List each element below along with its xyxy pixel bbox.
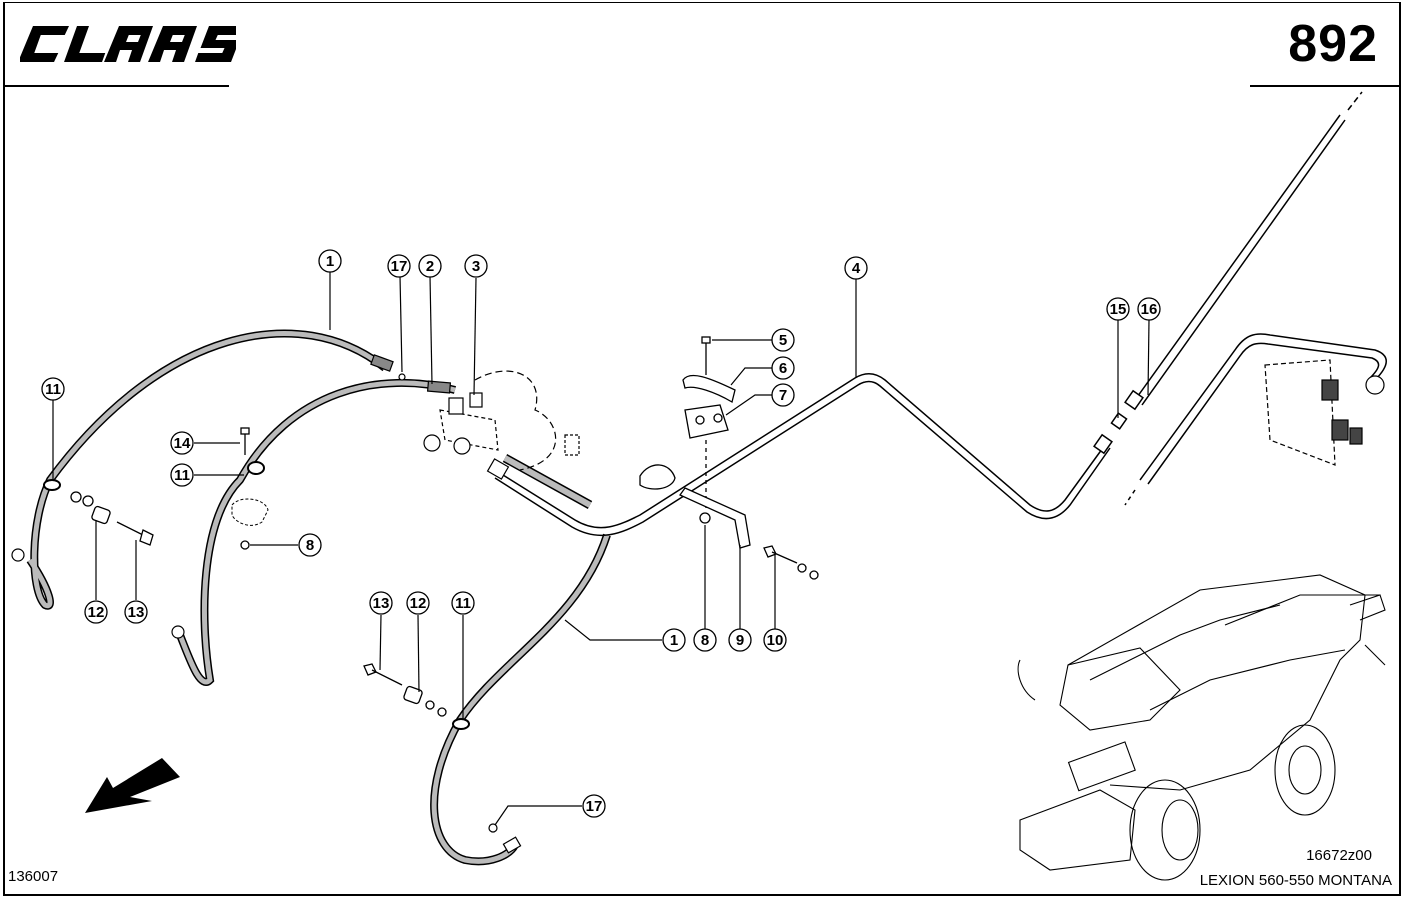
svg-text:13: 13 (373, 595, 390, 612)
svg-text:8: 8 (701, 632, 709, 649)
svg-text:6: 6 (779, 360, 787, 377)
callout-15[interactable]: 15 (1106, 297, 1130, 321)
svg-text:11: 11 (455, 595, 471, 612)
clamp-bracket (639, 336, 819, 580)
hose-fittings (11, 354, 522, 854)
svg-text:11: 11 (174, 467, 190, 484)
svg-text:15: 15 (1110, 301, 1127, 318)
callout-13[interactable]: 13 (369, 591, 393, 615)
svg-text:17: 17 (391, 258, 408, 275)
svg-text:17: 17 (586, 798, 603, 815)
leader-lines (52, 272, 1150, 826)
pipe-4 (494, 373, 1111, 537)
callout-5[interactable]: 5 (771, 328, 795, 352)
svg-text:12: 12 (410, 595, 427, 612)
combine-harvester-overview (1017, 574, 1386, 881)
hose-short (502, 454, 593, 509)
callout-16[interactable]: 16 (1137, 297, 1161, 321)
callout-17[interactable]: 17 (582, 794, 606, 818)
svg-text:2: 2 (426, 258, 434, 275)
callout-11[interactable]: 11 (451, 591, 475, 615)
header-rule-left (5, 85, 229, 87)
svg-text:11: 11 (45, 381, 61, 398)
pipe-16 (1134, 91, 1363, 406)
hose-clamps (43, 461, 470, 730)
image-code: 16672z00 (1306, 847, 1372, 864)
header-rule-right (1250, 85, 1400, 87)
svg-text:7: 7 (779, 387, 787, 404)
callout-7[interactable]: 7 (771, 383, 795, 407)
callout-11[interactable]: 11 (170, 463, 194, 487)
callout-13[interactable]: 13 (124, 600, 148, 624)
svg-text:4: 4 (852, 260, 861, 277)
callout-6[interactable]: 6 (771, 356, 795, 380)
callout-1[interactable]: 1 (662, 628, 686, 652)
callout-14[interactable]: 14 (170, 431, 194, 455)
svg-text:13: 13 (128, 604, 145, 621)
valve-block-center (423, 370, 580, 480)
svg-text:1: 1 (326, 253, 334, 270)
svg-text:14: 14 (174, 435, 191, 452)
fitting-15-16 (1093, 389, 1144, 455)
callout-1[interactable]: 1 (318, 249, 342, 273)
svg-text:8: 8 (306, 537, 314, 554)
callout-10[interactable]: 10 (763, 628, 787, 652)
callout-12[interactable]: 12 (406, 591, 430, 615)
fastener-set-lower (363, 663, 447, 717)
callouts: 1 17 2 3 4 5 6 7 15 16 11 14 11 8 12 13 … (41, 249, 1161, 818)
callout-8[interactable]: 8 (693, 628, 717, 652)
hose-1-lower (430, 533, 611, 866)
callout-12[interactable]: 12 (84, 600, 108, 624)
fastener-set-left (70, 427, 250, 550)
svg-text:16: 16 (1141, 301, 1158, 318)
model-name: LEXION 560-550 MONTANA (1199, 872, 1392, 889)
hose-2 (176, 378, 457, 686)
svg-text:9: 9 (736, 632, 744, 649)
valve-block-right (1264, 359, 1385, 466)
callout-9[interactable]: 9 (728, 628, 752, 652)
svg-text:10: 10 (767, 632, 784, 649)
svg-text:5: 5 (779, 332, 787, 349)
callout-11[interactable]: 11 (41, 377, 65, 401)
callout-2[interactable]: 2 (418, 254, 442, 278)
page-number: 892 (1288, 15, 1378, 73)
page-frame (3, 2, 1401, 896)
callout-3[interactable]: 3 (464, 254, 488, 278)
pipe-right (1124, 333, 1387, 506)
drawing-id: 136007 (8, 868, 59, 885)
svg-text:1: 1 (670, 632, 678, 649)
svg-text:3: 3 (472, 258, 480, 275)
claas-logo (20, 26, 236, 62)
callout-8[interactable]: 8 (298, 533, 322, 557)
callout-4[interactable]: 4 (844, 256, 868, 280)
svg-text:12: 12 (88, 604, 105, 621)
callout-17[interactable]: 17 (387, 254, 411, 278)
direction-arrow-icon (85, 758, 180, 813)
